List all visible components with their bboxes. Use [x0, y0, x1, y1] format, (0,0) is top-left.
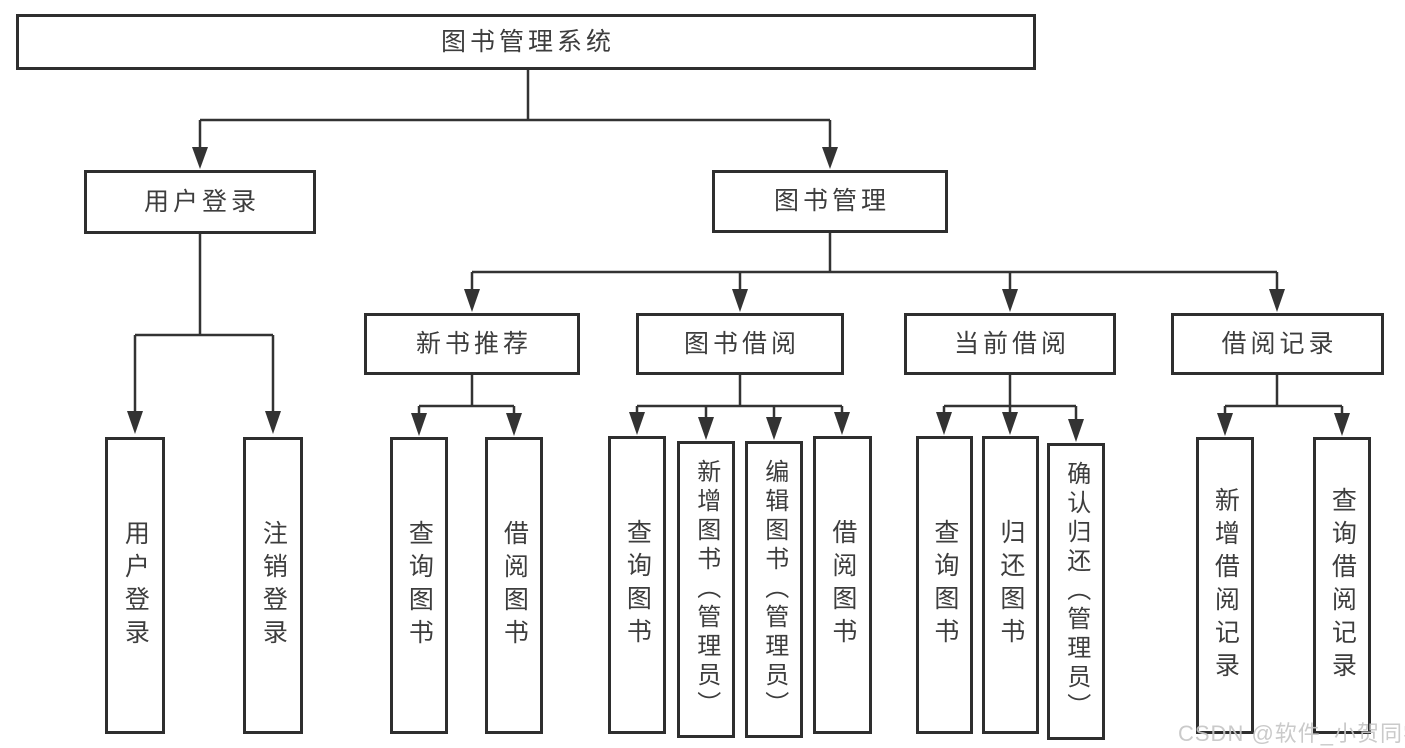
leaf-edit-books-admin: 编辑图书（管理员） [745, 441, 803, 738]
leaf-confirm-return-admin: 确认归还（管理员） [1047, 443, 1105, 740]
node-borrow-records: 借阅记录 [1171, 313, 1384, 375]
leaf-query-books-borrow: 查询图书 [608, 436, 666, 734]
node-new-book-recommend: 新书推荐 [364, 313, 580, 375]
node-current-borrow: 当前借阅 [904, 313, 1116, 375]
node-book-management: 图书管理 [712, 170, 948, 233]
leaf-borrow-books: 借阅图书 [813, 436, 872, 734]
node-user-login: 用户登录 [84, 170, 316, 234]
leaf-return-books: 归还图书 [982, 436, 1039, 734]
node-library-system: 图书管理系统 [16, 14, 1036, 70]
leaf-query-books-current: 查询图书 [916, 436, 973, 734]
leaf-query-books-recommend: 查询图书 [390, 437, 448, 734]
leaf-add-books-admin: 新增图书（管理员） [677, 441, 735, 738]
watermark: CSDN @软件_小贺同学 [1178, 721, 1405, 746]
leaf-user-login: 用户登录 [105, 437, 165, 734]
leaf-borrow-books-recommend: 借阅图书 [485, 437, 543, 734]
node-book-borrow: 图书借阅 [636, 313, 844, 375]
arrowheads [127, 147, 1350, 442]
leaf-query-borrow-record: 查询借阅记录 [1313, 437, 1371, 734]
leaf-add-borrow-record: 新增借阅记录 [1196, 437, 1254, 734]
leaf-logout: 注销登录 [243, 437, 303, 734]
